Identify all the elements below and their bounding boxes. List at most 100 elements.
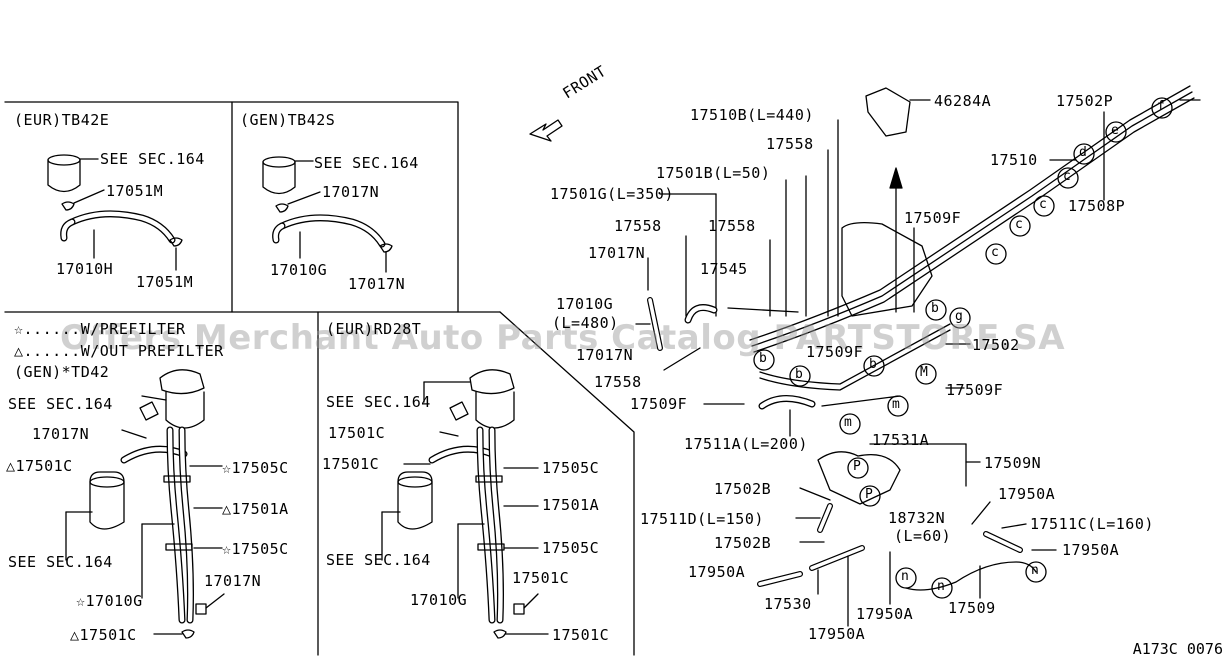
clip-letter: b: [795, 367, 804, 382]
rd28t-drawing: [381, 369, 549, 639]
label-17010g-main: 17010G: [556, 295, 614, 313]
clip-letter: n: [901, 569, 910, 584]
label-17950a-d: 17950A: [856, 605, 914, 623]
label-rd28t-sec164-bottom: SEE SEC.164: [326, 551, 431, 569]
label-tb42e-17051m-top: 17051M: [106, 182, 164, 200]
label-17511d: 17511D(L=150): [640, 510, 764, 528]
label-td42-17501c: △17501C: [6, 457, 73, 475]
label-17509: 17509: [948, 599, 996, 617]
clip-letter: e: [1111, 123, 1120, 138]
clip-letter: c: [991, 245, 1000, 260]
label-td42-17017n: 17017N: [32, 425, 90, 443]
label-td42-17017n-bottom: 17017N: [204, 572, 262, 590]
label-rd28t-17501c-bottom: 17501C: [552, 626, 610, 644]
label-td42-17010g: ☆17010G: [76, 592, 143, 610]
panel-frames: [4, 101, 635, 656]
label-17558-b: 17558: [614, 217, 662, 235]
label-tb42s-sec164: SEE SEC.164: [314, 154, 419, 172]
clip-letter: f: [1157, 99, 1166, 114]
label-td42-17505c-top: ☆17505C: [222, 459, 289, 477]
label-18732n: 18732N: [888, 509, 946, 527]
label-tb42e-17051m-bottom: 17051M: [136, 273, 194, 291]
label-rd28t-17501a: 17501A: [542, 496, 600, 514]
clip-letter: d: [1079, 145, 1088, 160]
clip-letter: c: [1039, 197, 1048, 212]
panel-header-tb42s: (GEN)TB42S: [240, 111, 336, 129]
label-17545: 17545: [700, 260, 748, 278]
label-td42-sec164-bottom: SEE SEC.164: [8, 553, 113, 571]
label-rd28t-17501c-lower: 17501C: [512, 569, 570, 587]
front-arrow-icon: [529, 119, 563, 142]
label-17531a: 17531A: [872, 431, 930, 449]
tb42e-drawing: [47, 154, 183, 271]
label-td42-17505c-mid: ☆17505C: [222, 540, 289, 558]
label-17509f-d: 17509F: [946, 381, 1004, 399]
label-l480: (L=480): [552, 314, 619, 332]
label-rd28t-17010g: 17010G: [410, 591, 468, 609]
label-tb42s-17010g: 17010G: [270, 261, 328, 279]
label-17510: 17510: [990, 151, 1038, 169]
label-rd28t-17505c-top: 17505C: [542, 459, 600, 477]
label-17509f-c: 17509F: [630, 395, 688, 413]
label-l60: (L=60): [894, 527, 952, 545]
clip-letter: P: [853, 459, 862, 474]
clip-letter: c: [1015, 217, 1024, 232]
label-td42-17501c-bottom: △17501C: [70, 626, 137, 644]
clip-letter: P: [865, 487, 874, 502]
label-17017n-main: 17017N: [588, 244, 646, 262]
label-17502p: 17502P: [1056, 92, 1114, 110]
clip-letter: m: [844, 415, 853, 430]
tb42s-drawing: [262, 156, 393, 273]
clip-letter: M: [920, 365, 929, 380]
label-17950a-e: 17950A: [808, 625, 866, 643]
label-17508p: 17508P: [1068, 197, 1126, 215]
label-17509n: 17509N: [984, 454, 1042, 472]
label-td42-17501a: △17501A: [222, 500, 289, 518]
label-17017n-main-b: 17017N: [576, 346, 634, 364]
label-17558-d: 17558: [594, 373, 642, 391]
label-17511c: 17511C(L=160): [1030, 515, 1154, 533]
main-assembly-drawing: [635, 85, 1201, 627]
label-17502b-a: 17502B: [714, 480, 772, 498]
label-rd28t-sec164-top: SEE SEC.164: [326, 393, 431, 411]
clip-letter: n: [937, 579, 946, 594]
panel-header-tb42e: (EUR)TB42E: [14, 111, 110, 129]
label-17509f-b: 17509F: [806, 343, 864, 361]
clip-letter: b: [759, 351, 768, 366]
label-17950a-c: 17950A: [688, 563, 746, 581]
label-17501g: 17501G(L=350): [550, 185, 674, 203]
label-rd28t-17501c-top: 17501C: [328, 424, 386, 442]
label-tb42s-17017n-top: 17017N: [322, 183, 380, 201]
label-46284a: 46284A: [934, 92, 992, 110]
label-rd28t-17501c-mid: 17501C: [322, 455, 380, 473]
td42-drawing: [65, 369, 225, 639]
clip-letter: c: [1063, 169, 1072, 184]
label-td42-sec164-top: SEE SEC.164: [8, 395, 113, 413]
label-17501b: 17501B(L=50): [656, 164, 771, 182]
label-17558-c: 17558: [708, 217, 756, 235]
label-17510b: 17510B(L=440): [690, 106, 814, 124]
label-tb42s-17017n-bottom: 17017N: [348, 275, 406, 293]
clip-letter: b: [931, 301, 940, 316]
diagram-code: A173C 0076: [1132, 640, 1223, 658]
label-17502b-b: 17502B: [714, 534, 772, 552]
label-17530: 17530: [764, 595, 812, 613]
legend-without-prefilter: △......W/OUT PREFILTER: [14, 342, 224, 360]
watermark-text: Offers Merchant Auto Parts Catalog PARTS…: [60, 318, 1066, 358]
label-rd28t-17505c-mid: 17505C: [542, 539, 600, 557]
legend-prefilter: ☆......W/PREFILTER: [14, 320, 186, 338]
label-17511a: 17511A(L=200): [684, 435, 808, 453]
panel-header-rd28t: (EUR)RD28T: [326, 320, 422, 338]
clip-letter: m: [892, 397, 901, 412]
clip-letter: b: [869, 357, 878, 372]
label-tb42e-sec164: SEE SEC.164: [100, 150, 205, 168]
label-17509f-a: 17509F: [904, 209, 962, 227]
label-17502: 17502: [972, 336, 1020, 354]
label-tb42e-17010h: 17010H: [56, 260, 114, 278]
label-17950a-a: 17950A: [998, 485, 1056, 503]
clip-letter: n: [1031, 563, 1040, 578]
label-17950a-b: 17950A: [1062, 541, 1120, 559]
clip-letter: g: [955, 309, 964, 324]
